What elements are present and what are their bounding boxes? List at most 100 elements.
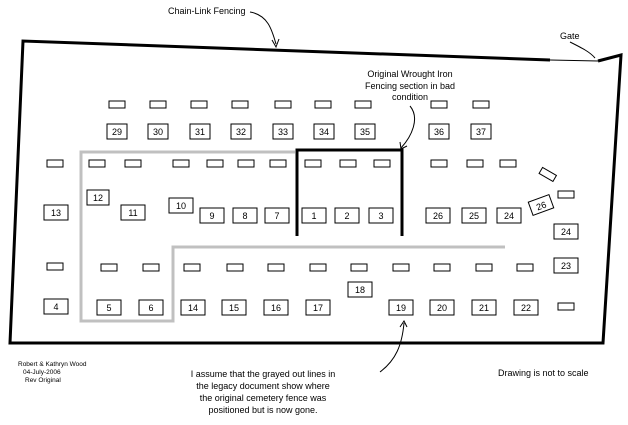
plot-8: 8	[232, 207, 258, 224]
plot-9: 9	[199, 207, 225, 224]
plot-15: 15	[221, 299, 247, 316]
plot-18: 18	[347, 281, 373, 298]
plot-22: 22	[513, 299, 539, 316]
grave-marker	[516, 263, 534, 272]
grave-marker	[46, 262, 64, 271]
plot-label: 21	[479, 303, 489, 313]
plot-label: 35	[360, 127, 370, 137]
plot-label: 2	[344, 211, 349, 221]
plot-label: 10	[176, 201, 186, 211]
plot-6: 6	[138, 299, 164, 316]
plot-group: 29 30 31 32 33 34 35 36 37 12 11 10 1 3 9…	[43, 123, 579, 316]
scale-note: Drawing is not to scale	[498, 368, 589, 378]
plot-30: 30	[147, 123, 169, 140]
plot-23: 23	[553, 257, 579, 274]
plot-label: 15	[229, 303, 239, 313]
grave-marker	[206, 159, 224, 168]
grave-marker	[304, 159, 322, 168]
gate-arrow	[569, 41, 596, 59]
plot-label: 26	[535, 200, 548, 213]
grave-marker	[314, 100, 332, 109]
grave-marker	[100, 263, 118, 272]
wrought-iron-label-3: condition	[392, 92, 428, 102]
plot-label: 3	[378, 211, 383, 221]
grave-marker	[46, 159, 64, 168]
plot-label: 33	[278, 127, 288, 137]
plot-36: 36	[428, 123, 450, 140]
plot-label: 18	[355, 285, 365, 295]
gate-label: Gate	[560, 31, 580, 41]
plot-label: 8	[242, 211, 247, 221]
grave-marker	[267, 263, 285, 272]
plot-2: 2	[334, 207, 360, 224]
plot-32: 32	[230, 123, 252, 140]
grave-marker	[557, 302, 575, 311]
plot-label: 23	[561, 261, 571, 271]
grayed-note-4: positioned but is now gone.	[208, 405, 317, 415]
plot-label: 11	[128, 208, 137, 218]
grave-marker	[149, 100, 167, 109]
grave-marker	[183, 263, 201, 272]
plot-label: 36	[434, 127, 444, 137]
plot-label: 7	[274, 211, 279, 221]
plot-label: 30	[153, 127, 163, 137]
grayed-note-arrow	[379, 322, 405, 373]
grave-marker	[309, 263, 327, 272]
grave-marker	[392, 263, 410, 272]
plot-24: 24	[496, 207, 522, 224]
credit-authors: Robert & Kathryn Wood	[18, 361, 87, 368]
grayed-note-3: the original cemetery fence was	[200, 393, 327, 403]
plot-4: 4	[43, 298, 69, 315]
plot-label: 12	[93, 193, 103, 203]
plot-label: 29	[112, 127, 122, 137]
plot-label: 19	[396, 303, 406, 313]
plot-11: 11	[120, 204, 146, 221]
plot-17: 17	[305, 299, 331, 316]
grave-marker	[430, 100, 448, 109]
plot-label: 32	[236, 127, 246, 137]
grayed-note-2: the legacy document show where	[196, 381, 330, 391]
grave-marker	[472, 100, 490, 109]
wrought-iron-fence	[295, 148, 404, 236]
credit-date: 04-July-2006	[23, 369, 61, 376]
grave-marker	[274, 100, 292, 109]
plot-21: 21	[471, 299, 497, 316]
plot-label: 25	[469, 211, 479, 221]
plot-26: 26	[425, 207, 451, 224]
plot-35: 35	[354, 123, 376, 140]
grave-marker	[231, 100, 249, 109]
plot-label: 20	[437, 303, 447, 313]
plot-label: 26	[433, 211, 443, 221]
grave-marker	[557, 190, 575, 199]
plot-label: 17	[313, 303, 323, 313]
plot-34: 34	[313, 123, 335, 140]
plot-label: 31	[195, 127, 205, 137]
plot-label: 16	[271, 303, 281, 313]
plot-10: 10	[168, 197, 194, 214]
plot-37: 37	[470, 123, 492, 140]
grave-marker	[124, 159, 142, 168]
original-fence-grayed	[79, 150, 505, 323]
chain-link-label: Chain-Link Fencing	[168, 6, 246, 16]
plot-label: 6	[148, 303, 153, 313]
gate-opening	[549, 59, 599, 62]
plot-5: 5	[96, 299, 122, 316]
grave-marker	[475, 263, 493, 272]
plot-label: 24	[504, 211, 514, 221]
plot-label: 9	[209, 211, 214, 221]
grave-marker	[373, 159, 391, 168]
grave-marker	[339, 159, 357, 168]
credit-revision: Rev Original	[25, 377, 61, 384]
plot-16: 16	[263, 299, 289, 316]
plot-12: 12	[86, 189, 110, 206]
plot-19: 19	[388, 299, 414, 316]
wrought-iron-label-1: Original Wrought Iron	[367, 69, 452, 79]
grave-marker	[538, 166, 558, 183]
plot-label: 5	[106, 303, 111, 313]
grave-marker	[269, 159, 287, 168]
plot-1: 1	[301, 207, 327, 224]
plot-29: 29	[106, 123, 128, 140]
plot-20: 20	[429, 299, 455, 316]
wrought-iron-arrow	[400, 105, 415, 149]
plot-label: 22	[521, 303, 531, 313]
